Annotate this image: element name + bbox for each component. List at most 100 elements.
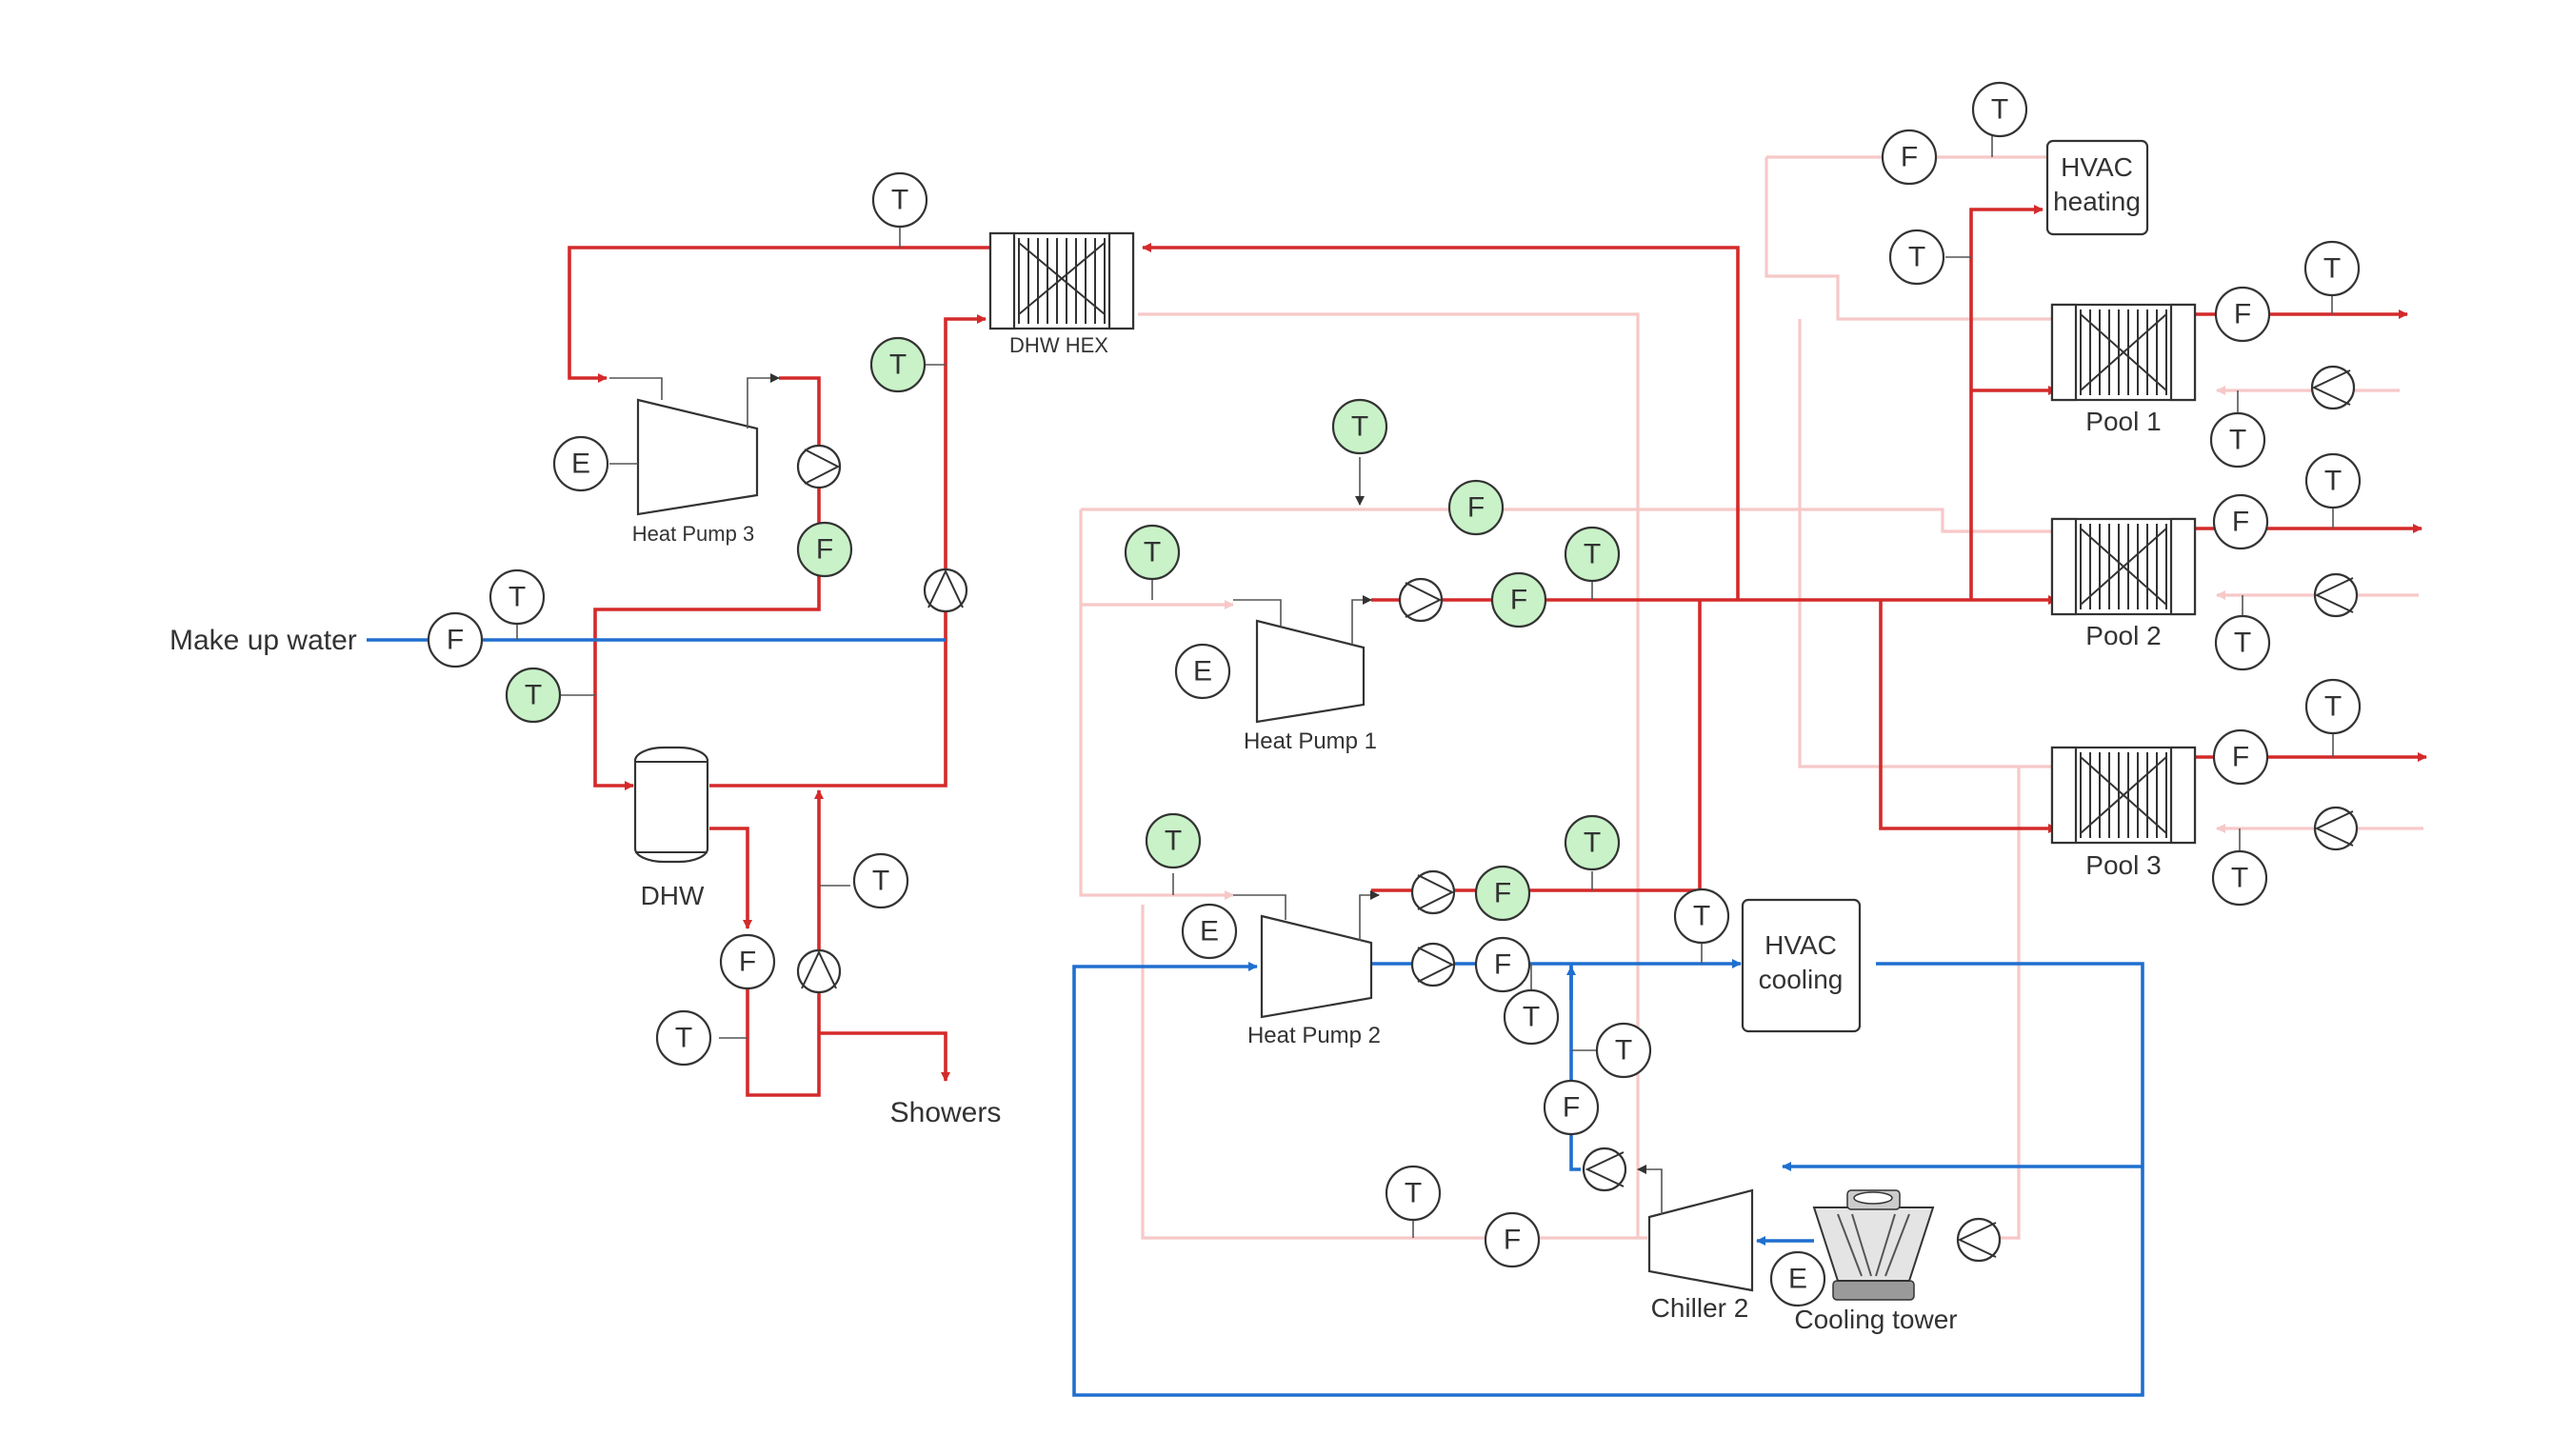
svg-text:F: F [1494,949,1511,981]
svg-text:T: T [525,680,542,711]
svg-text:T: T [2323,253,2341,285]
svg-text:F: F [1563,1092,1580,1124]
svg-text:F: F [2234,299,2251,330]
temp-sensor-hp1-out: T [1564,526,1621,583]
svg-text:E: E [1788,1264,1807,1295]
temp-sensor-hvac-cooling: T [1673,888,1730,945]
flow-meter-hp1-return: F [1447,479,1505,536]
svg-text:F: F [2232,742,2249,773]
heat-pump-2: Heat Pump 2 [1233,890,1381,1048]
pump-icon [1582,1147,1627,1192]
svg-text:T: T [675,1023,692,1054]
svg-text:T: T [1351,411,1368,443]
flow-meter-pool1: F [2214,286,2271,343]
pool-2-hex: Pool 2 [2050,517,2197,650]
pump-icon [923,568,968,613]
svg-text:F: F [1504,1225,1521,1256]
temp-sensor-hp1-in: T [1124,524,1181,581]
temp-sensor-hp2-out: T [1564,814,1621,871]
make-up-water-label: Make up water [169,625,357,656]
svg-text:T: T [1584,828,1601,859]
temp-sensor-pool3-out: T [2304,678,2362,735]
temp-sensor-dhw-out: T [655,1009,712,1067]
svg-text:T: T [2234,628,2251,659]
chiller-2: Chiller 2 [1637,1165,1754,1323]
temp-sensor-pool3-in: T [2211,849,2268,907]
svg-text:T: T [889,349,907,381]
svg-text:F: F [1510,585,1527,616]
svg-text:E: E [1200,916,1219,947]
svg-text:T: T [1144,537,1161,568]
flow-meter-pool2: F [2212,493,2269,550]
temp-sensor-pool1-out: T [2303,240,2361,297]
dhw-hex: DHW HEX [988,231,1135,357]
svg-text:F: F [1467,492,1485,524]
heat-pump-1-label: Heat Pump 1 [1244,728,1377,754]
svg-text:T: T [2324,466,2342,497]
dhw-tank: DHW [633,746,709,910]
temp-sensor-tank-in: T [505,667,562,724]
hvac-heating-line1: HVAC [2061,152,2133,182]
flow-meter-hp2-cold: F [1474,936,1531,993]
temp-sensor-dhw-hex-in: T [869,336,927,393]
pump-icon [796,444,842,489]
energy-meter-hp3: E [552,435,609,492]
chiller-2-label: Chiller 2 [1651,1293,1749,1323]
pump-icon [2313,806,2359,851]
pump-icon [1410,942,1456,987]
flow-meter-hp2-hot: F [1474,865,1531,922]
flow-meter-makeup: F [427,611,484,668]
flow-meter-chiller-return: F [1484,1211,1541,1268]
temp-sensor-hp2-cold: T [1503,988,1560,1046]
svg-text:T: T [1584,539,1601,570]
svg-text:T: T [1165,826,1182,857]
hvac-cooling-line2: cooling [1759,965,1844,994]
svg-text:E: E [1193,656,1212,688]
pool-3-hex: Pool 3 [2050,746,2197,880]
pumps [796,365,2359,1263]
cooling-tower-label: Cooling tower [1794,1305,1957,1334]
flow-meter-dhw: F [719,933,776,990]
svg-text:T: T [1693,901,1710,932]
temp-sensor-hp2-in: T [1145,812,1202,869]
svg-text:F: F [816,534,833,566]
flow-meter-hp3: F [796,521,853,578]
flow-meter-pool3: F [2212,728,2269,786]
temp-sensor-dhw-hex: T [871,171,928,229]
dhw-label: DHW [641,881,705,910]
svg-text:T: T [1991,94,2008,126]
svg-text:T: T [508,582,526,613]
svg-text:T: T [1405,1178,1422,1209]
temp-sensor-pool1-in: T [2209,411,2266,469]
energy-meter-hp2: E [1181,903,1238,960]
heat-pump-3-label: Heat Pump 3 [632,522,754,546]
heat-pump-3: Heat Pump 3 [609,373,780,546]
svg-text:T: T [2231,863,2248,894]
svg-text:F: F [739,947,756,978]
energy-meter-chiller2: E [1769,1250,1826,1307]
pool-1-hex: Pool 1 [2050,303,2197,436]
dhw-hex-label: DHW HEX [1009,333,1108,357]
temp-sensor-hvac-heating: T [1971,81,2028,138]
temp-sensor-pool2-in: T [2214,614,2271,671]
svg-text:F: F [1901,142,1918,173]
svg-text:E: E [571,449,590,480]
cooling-tower: Cooling tower [1794,1189,1958,1334]
svg-text:T: T [1615,1035,1632,1067]
heat-pump-2-label: Heat Pump 2 [1247,1023,1381,1048]
svg-text:T: T [1908,242,1925,273]
hvac-heating-line2: heating [2053,187,2141,216]
svg-text:T: T [872,866,889,897]
energy-meter-hp1: E [1174,643,1231,700]
temp-sensor-hp-return: T [1331,398,1388,455]
flow-meter-chiller: F [1543,1079,1600,1136]
temp-sensor-chiller-return: T [1385,1165,1442,1222]
svg-text:F: F [2232,507,2249,538]
showers-label: Showers [890,1097,1002,1128]
hvac-cooling: HVAC cooling [1741,898,1862,1033]
pump-icon [1410,869,1456,915]
svg-text:T: T [1523,1002,1540,1033]
pump-icon [1398,577,1444,623]
svg-text:F: F [447,625,464,656]
